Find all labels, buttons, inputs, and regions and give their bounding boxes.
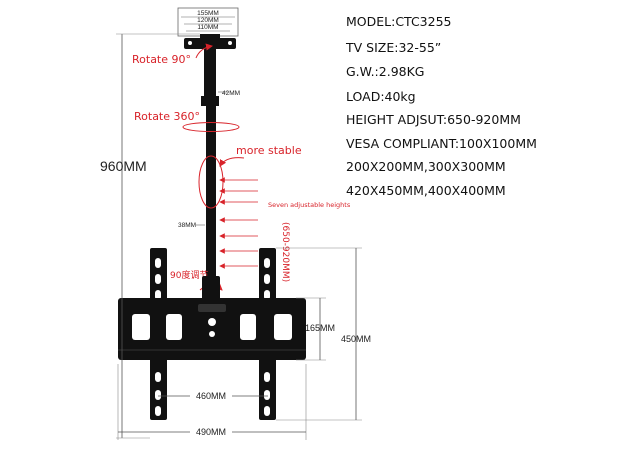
spec-vesa-2: 200X200MM,300X300MM — [346, 159, 506, 174]
upper-pole — [201, 48, 219, 276]
rotate-90-annotation: Rotate 90° — [132, 43, 213, 66]
seven-heights-label: Seven adjustable heights — [268, 201, 351, 209]
adjust-range-annotation: (650-920MM) — [280, 222, 290, 282]
spec-tv-size: TV SIZE:32-55” — [346, 40, 442, 55]
rotate-360-annotation: Rotate 360° — [134, 110, 240, 132]
arm-height-dimension: 450MM — [276, 247, 371, 421]
spec-height-adjust: HEIGHT ADJSUT:650-920MM — [346, 112, 521, 127]
rotate-90-label: Rotate 90° — [132, 53, 191, 66]
spec-vesa-1: VESA COMPLIANT:100X100MM — [346, 136, 537, 151]
total-height-dimension: 960MM — [100, 33, 200, 439]
more-stable-label: more stable — [236, 144, 302, 157]
width-460-dimension: 460MM — [158, 389, 268, 401]
arm-450-label: 450MM — [341, 334, 371, 344]
rotate-360-label: Rotate 360° — [134, 110, 200, 123]
tilt-90-label: 90度调节 — [170, 269, 208, 281]
dim-120: 120MM — [197, 17, 219, 24]
pole-dim-38: 38MM — [178, 222, 205, 229]
tilt-joint — [202, 276, 220, 300]
height-adjust-arrows: Seven adjustable heights — [219, 177, 351, 269]
dim-110: 110MM — [197, 24, 218, 31]
dim-42-label: 42MM — [222, 90, 240, 97]
total-height-label: 960MM — [100, 158, 147, 174]
adjust-range-label: (650-920MM) — [280, 222, 290, 282]
width-490-dimension: 490MM — [117, 364, 307, 440]
spec-vesa-3: 420X450MM,400X400MM — [346, 183, 506, 198]
plate-height-dimension: 165MM — [296, 297, 335, 361]
mount-plate — [118, 298, 306, 360]
spec-gross-weight: G.W.:2.98KG — [346, 64, 425, 79]
ceiling-plate — [184, 34, 236, 49]
dim-155: 155MM — [197, 10, 219, 17]
width-490-label: 490MM — [196, 427, 226, 437]
plate-165-label: 165MM — [305, 323, 335, 333]
top-plate-dimensions: 155MM 120MM 110MM — [177, 7, 239, 37]
width-460-label: 460MM — [196, 391, 226, 401]
spec-model: MODEL:CTC3255 — [346, 14, 452, 29]
spec-load: LOAD:40kg — [346, 89, 416, 104]
dim-38-label: 38MM — [178, 222, 196, 229]
pole-dim-42: 42MM — [218, 90, 240, 97]
